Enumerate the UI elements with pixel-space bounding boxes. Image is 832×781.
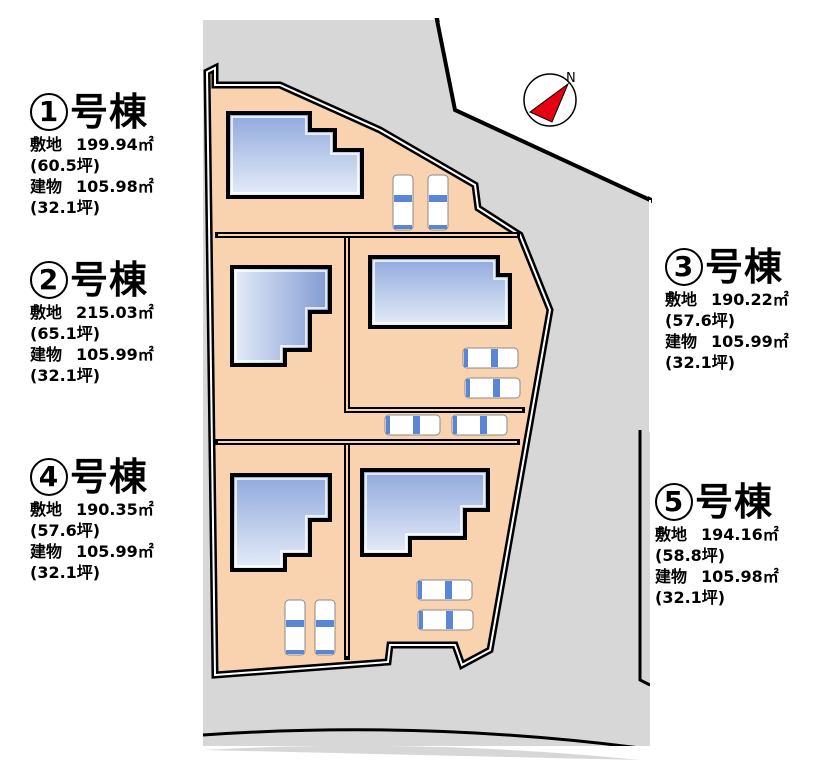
lot-suffix: 号棟 [695, 480, 774, 524]
car-icon [451, 414, 508, 436]
buildings [226, 111, 512, 572]
building-area: 105.98㎡ [701, 567, 779, 586]
car-icon [416, 579, 473, 601]
lot-number: 3 [665, 248, 703, 286]
lot-number: 2 [30, 261, 68, 299]
building-tsubo: (32.1坪) [30, 563, 101, 582]
building-label: 建物 [30, 345, 63, 364]
building-label: 建物 [655, 567, 688, 586]
car-icon [464, 377, 521, 399]
land-area: 190.35㎡ [76, 500, 154, 519]
compass: N [523, 71, 577, 127]
land-tsubo: (57.6坪) [30, 521, 101, 540]
building-tsubo: (32.1坪) [665, 353, 736, 372]
building-tsubo: (32.1坪) [30, 366, 101, 385]
land-tsubo: (60.5坪) [30, 156, 101, 175]
car-icon [417, 609, 474, 631]
car-icon [384, 414, 441, 436]
lot-suffix: 号棟 [70, 258, 149, 302]
building-area: 105.99㎡ [711, 332, 789, 351]
land-area: 215.03㎡ [76, 303, 154, 322]
land-label: 敷地 [30, 500, 63, 519]
building-label: 建物 [30, 177, 63, 196]
land-tsubo: (58.8坪) [655, 546, 726, 565]
land-tsubo: (57.6坪) [665, 311, 736, 330]
building-tsubo: (32.1坪) [30, 198, 101, 217]
building-area: 105.99㎡ [76, 542, 154, 561]
lot-suffix: 号棟 [705, 245, 784, 289]
lot-number: 4 [30, 458, 68, 496]
land-area: 199.94㎡ [76, 135, 154, 154]
land-label: 敷地 [665, 290, 698, 309]
car-icon [314, 599, 336, 656]
building-area: 105.98㎡ [76, 177, 154, 196]
building-3 [368, 255, 512, 329]
building-area: 105.99㎡ [76, 345, 154, 364]
building-label: 建物 [30, 542, 63, 561]
building-tsubo: (32.1坪) [655, 588, 726, 607]
land-label: 敷地 [30, 135, 63, 154]
lot-dividers-inner [218, 234, 522, 656]
lot-suffix: 号棟 [70, 455, 149, 499]
lot-number: 1 [30, 93, 68, 131]
car-icon [284, 599, 306, 656]
compass-label: N [566, 71, 576, 86]
land-label: 敷地 [655, 525, 688, 544]
land-area: 194.16㎡ [701, 525, 779, 544]
car-icon [392, 174, 414, 231]
buildings-inner-line [231, 116, 507, 567]
building-label: 建物 [665, 332, 698, 351]
car-icon [462, 347, 519, 369]
land-tsubo: (65.1坪) [30, 324, 101, 343]
land-label: 敷地 [30, 303, 63, 322]
lot-suffix: 号棟 [70, 90, 149, 134]
parking-cars [284, 174, 521, 656]
lot-number: 5 [655, 483, 693, 521]
north-arrow-icon [529, 82, 570, 123]
car-icon [427, 174, 449, 231]
land-area: 190.22㎡ [711, 290, 789, 309]
